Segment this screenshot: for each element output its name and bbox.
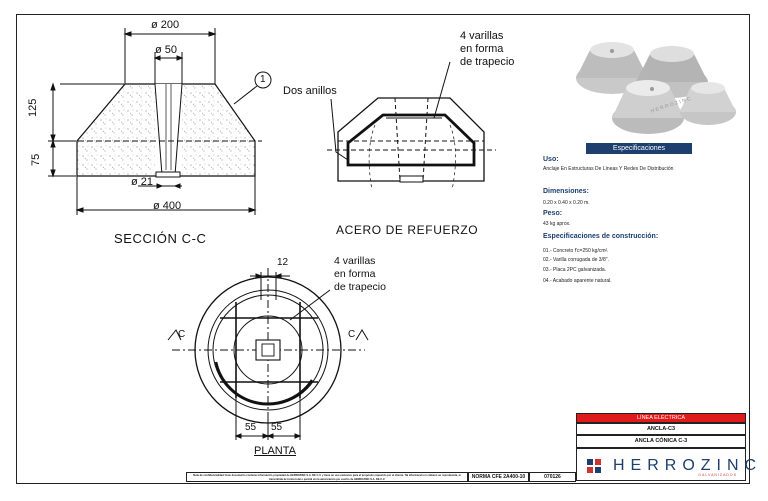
spec-item: 02.- Varilla corrugada de 3/8". [543,257,609,263]
brand-name: HERROZINC [613,457,763,474]
spec-peso-text: 43 kg aprox. [543,221,571,227]
callout-number: 1 [260,74,266,85]
note-rings: Dos anillos [283,85,337,97]
dim-lower-height: 75 [30,153,42,166]
confidentiality-note: Nota de confidencialidad: Este documento… [186,472,468,482]
plan-note-line3: de trapecio [334,281,386,293]
norm-code: NORMA CFE 2A400-10 [468,472,529,482]
spec-constr-label: Especificaciones de construcción: [543,233,659,240]
spec-peso-label: Peso: [543,210,563,217]
reinforcement-view [327,61,496,191]
product-photo [576,42,736,134]
drawing-number: 070126 [529,472,576,482]
title-name: ANCLA CÓNICA C-3 [576,435,746,448]
note-bars-line1: 4 varillas [460,30,504,42]
brand-block: HERROZINC GALVANIZADOS [576,448,756,481]
dim-12: 12 [277,257,289,268]
cut-mark-right: C [348,329,356,340]
reinforcement-title: ACERO DE REFUERZO [336,223,479,237]
spec-item: 03.- Placa 2PC galvanizada. [543,267,607,273]
plan-note-line2: en forma [334,268,376,280]
spec-item: 01.- Concreto f'c=250 kg/cm². [543,248,609,254]
title-code: ANCLA-C3 [576,423,746,435]
plan-view [167,268,369,440]
dim-55-right: 55 [271,422,283,433]
brand-subtitle: GALVANIZADOS [698,473,737,477]
dim-hole-diameter: ø 50 [155,44,178,56]
title-category: LÍNEA ELÉCTRICA [576,413,746,423]
plan-note-line1: 4 varillas [334,255,376,267]
plan-title: PLANTA [254,445,296,457]
section-view [48,28,272,215]
dim-top-diameter: ø 200 [151,19,180,31]
specs-header: Especificaciones [586,143,692,154]
section-title: SECCIÓN C-C [114,231,207,246]
cut-mark-left: C [178,329,186,340]
note-bars-line3: de trapecio [460,56,515,68]
brand-logo-icon [587,459,601,473]
dim-bottom-hole: ø 21 [131,176,154,188]
spec-dim-text: 0.20 x 0.40 x 0.20 m. [543,200,590,206]
dim-upper-height: 125 [27,98,39,117]
spec-dim-label: Dimensiones: [543,188,589,195]
dim-55-left: 55 [245,422,257,433]
note-bars-line2: en forma [460,43,504,55]
spec-uso-text: Anclaje En Estructuras De Líneas Y Redes… [543,166,674,172]
spec-item: 04.- Acabado aparente natural. [543,278,612,284]
spec-uso-label: Uso: [543,156,559,163]
dim-base-diameter: ø 400 [153,200,182,212]
